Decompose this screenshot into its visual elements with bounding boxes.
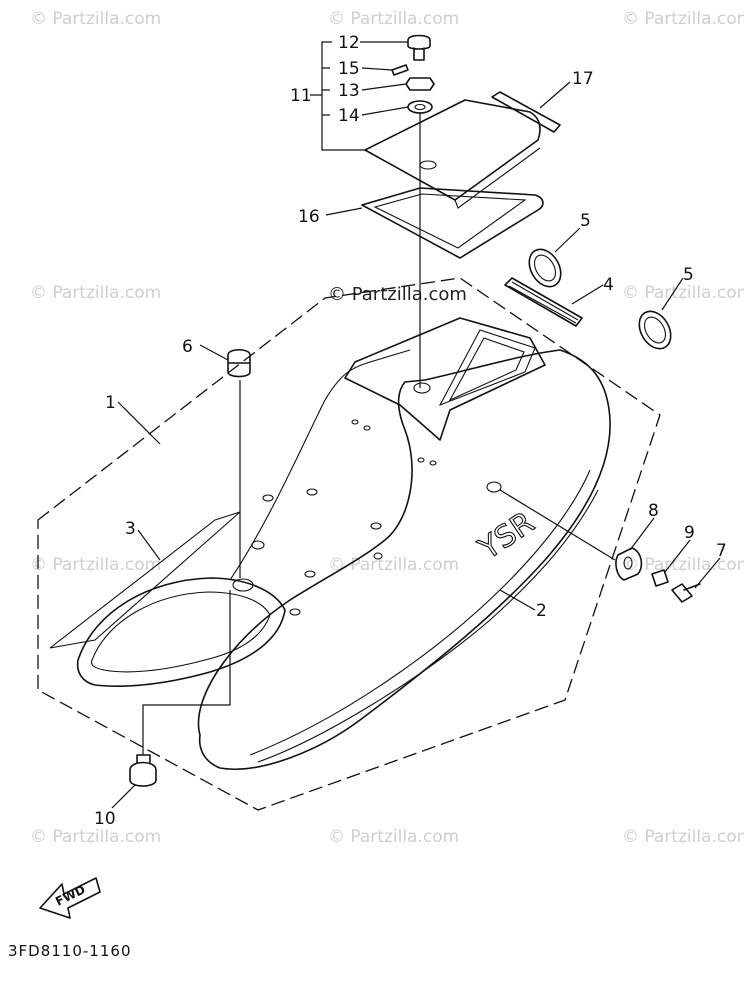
callout-12: 12 (338, 33, 360, 53)
watermark-top-center: © Partzilla.com (328, 9, 459, 29)
axis-grommet-8 (499, 489, 616, 561)
emblem-decal (504, 277, 583, 327)
hole (251, 540, 265, 550)
watermark-bottom-left: © Partzilla.com (30, 827, 161, 847)
seat-tail-block (344, 317, 546, 441)
hole (232, 578, 254, 592)
watermark-upper-left: © Partzilla.com (30, 283, 161, 303)
watermark-top-left: © Partzilla.com (30, 9, 161, 29)
callout-1: 1 (105, 393, 116, 413)
damper-ring-a-inner (533, 254, 557, 282)
callout-17: 17 (572, 69, 594, 89)
seat-surface-contour (229, 349, 411, 581)
callouts: 12 15 11 13 14 16 17 5 4 5 6 1 3 2 8 9 7… (94, 33, 727, 829)
diagram-code: 3FD8110-1160 (8, 942, 131, 960)
grommet-6 (227, 348, 251, 378)
callout-7: 7 (716, 541, 727, 561)
watermark-main: © Partzilla.com (328, 284, 467, 305)
seat-holes (232, 382, 502, 616)
watermark-bottom-right: © Partzilla.com (622, 827, 744, 847)
hole (413, 382, 431, 394)
watermark-bottom-center: © Partzilla.com (328, 827, 459, 847)
callout-6: 6 (182, 337, 193, 357)
rubber-strip (491, 91, 561, 133)
seat-assembly: YSR (49, 317, 611, 770)
washer-14-hole (414, 103, 426, 111)
watermark-mid-center: © Partzilla.com (328, 555, 459, 575)
axis-damper-10 (142, 590, 231, 755)
gasket-frame (361, 187, 544, 259)
watermark-mid-left: © Partzilla.com (30, 555, 161, 575)
damper-ring-b-inner (643, 316, 667, 344)
pin-15 (391, 64, 409, 76)
assembly-outline (37, 277, 661, 811)
callout-15: 15 (338, 59, 360, 79)
seat-tail-window-inner (448, 337, 525, 402)
callout-5a: 5 (580, 211, 591, 231)
damper-10 (129, 754, 157, 787)
hole (486, 481, 502, 493)
hole (304, 570, 316, 578)
emblem-hatch (508, 281, 579, 324)
callout-13: 13 (338, 81, 360, 101)
grommet-8-hole (623, 556, 633, 570)
watermark-upper-right: © Partzilla.com (622, 283, 744, 303)
callout-14: 14 (338, 106, 360, 126)
hole (417, 457, 425, 463)
callout-4: 4 (603, 275, 614, 295)
watermark-layer: © Partzilla.com © Partzilla.com © Partzi… (30, 9, 744, 847)
cover-plate (364, 99, 541, 201)
seat-cover-plate (364, 99, 541, 209)
damper-rings (528, 248, 672, 350)
callout-5b: 5 (683, 265, 694, 285)
bracket-11 (310, 41, 365, 151)
hole (306, 488, 318, 496)
screw-12 (407, 34, 431, 61)
assembly-axes (142, 112, 616, 755)
callout-10: 10 (94, 809, 116, 829)
leader-lines (111, 41, 721, 809)
nut-13 (405, 77, 435, 91)
callout-11: 11 (290, 86, 312, 106)
hole (370, 522, 382, 530)
seat-strap-loop-inner (90, 591, 271, 673)
callout-8: 8 (648, 501, 659, 521)
seat-inner-edge (257, 489, 599, 763)
hole (373, 552, 383, 560)
watermark-mid-right: © Partzilla.com (622, 555, 744, 575)
seat-strap-loop (76, 577, 286, 687)
callout-9: 9 (684, 523, 695, 543)
washer-14 (407, 100, 433, 114)
gasket-outer (361, 187, 544, 259)
damper-ring-a (528, 248, 562, 288)
damper-ring-b (638, 310, 672, 350)
bottom-stripe (249, 469, 591, 756)
callout-16: 16 (298, 207, 320, 227)
hole (262, 494, 274, 502)
seat-tail-window (438, 329, 536, 407)
hole (351, 419, 359, 425)
side-pinstripe (49, 511, 241, 649)
hole (429, 460, 437, 466)
cover-plate-edge (454, 147, 541, 209)
watermark-top-right: © Partzilla.com (622, 9, 744, 29)
cover-plate-hole (419, 160, 437, 170)
hole (289, 608, 301, 616)
grommet-8 (615, 547, 643, 581)
hole (363, 425, 371, 431)
collar-9 (651, 569, 669, 587)
emblem-outline (504, 277, 583, 327)
seat-outline (197, 349, 611, 770)
callout-3: 3 (125, 519, 136, 539)
fwd-label: FWD (53, 882, 87, 908)
fwd-arrow-icon: FWD (39, 877, 101, 919)
gasket-inner (373, 193, 527, 249)
callout-2: 2 (536, 601, 547, 621)
